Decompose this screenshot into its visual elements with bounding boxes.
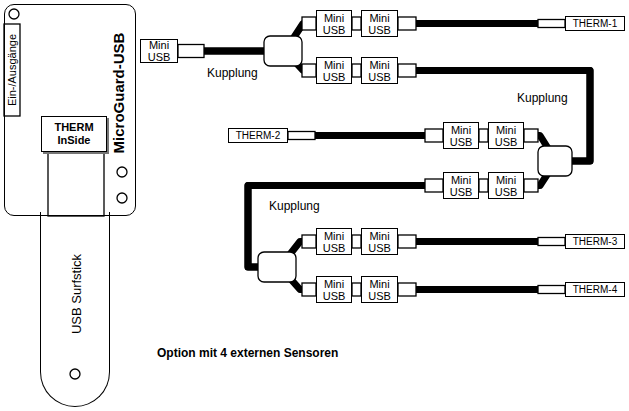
- plug: [425, 129, 443, 142]
- stick-label: USB Surfstick: [69, 254, 84, 334]
- mini-usb-connector: Mini USB: [316, 276, 352, 303]
- coupler: [538, 146, 572, 176]
- sensor-box: THERM-2: [228, 128, 288, 143]
- plug: [398, 17, 416, 30]
- coupling-label: Kupplung: [268, 199, 321, 213]
- mini-usb-connector: Mini USB: [443, 172, 479, 199]
- cable: [288, 132, 443, 139]
- plug: [479, 129, 488, 142]
- device-housing: MicroGuard-USB THERM InSide: [4, 4, 136, 216]
- mini-usb-connector: Mini USB: [140, 39, 178, 63]
- sensor-box: THERM-3: [565, 234, 625, 249]
- sensor-probe: [288, 132, 315, 140]
- plug: [398, 64, 416, 77]
- connector-label: Mini USB: [445, 124, 477, 148]
- connector-label: Mini USB: [318, 278, 350, 302]
- sensor-label: THERM-4: [573, 284, 617, 296]
- coupler: [258, 252, 296, 282]
- plug: [302, 17, 316, 30]
- plug: [398, 235, 416, 248]
- plug: [479, 179, 488, 192]
- device-name: MicroGuard-USB: [110, 33, 127, 154]
- sensor-label: THERM-1: [573, 18, 617, 30]
- sensor-module: THERM InSide: [41, 116, 107, 152]
- io-port: [4, 24, 20, 116]
- mini-usb-connector: Mini USB: [488, 122, 524, 149]
- plug: [352, 283, 361, 296]
- sensor-box: THERM-4: [565, 282, 625, 297]
- connector-label: Mini USB: [445, 174, 477, 198]
- connector-label: Mini USB: [318, 12, 350, 36]
- plug: [352, 235, 361, 248]
- plug: [178, 45, 204, 58]
- connector-label: Mini USB: [363, 230, 396, 254]
- mini-usb-connector: Mini USB: [316, 228, 352, 255]
- plug: [352, 64, 361, 77]
- cable: [398, 20, 565, 27]
- connector-label: Mini USB: [318, 59, 350, 83]
- sensor-box: THERM-1: [565, 16, 625, 31]
- plug: [302, 64, 316, 77]
- cable: [248, 186, 443, 290]
- mini-usb-connector: Mini USB: [361, 228, 398, 255]
- mini-usb-connector: Mini USB: [443, 122, 479, 149]
- connector-label: Mini USB: [318, 230, 350, 254]
- mini-usb-connector: Mini USB: [316, 57, 352, 84]
- sensor-label: THERM-2: [236, 130, 280, 142]
- mini-usb-connector: Mini USB: [316, 10, 352, 37]
- caption: Option mit 4 externen Sensoren: [157, 346, 338, 360]
- coupling-label: Kupplung: [206, 66, 259, 80]
- led: [117, 167, 127, 177]
- connector-label: Mini USB: [490, 124, 522, 148]
- usb-slot: [48, 150, 104, 216]
- plug: [398, 283, 416, 296]
- connector-label: Mini USB: [363, 278, 396, 302]
- cable: [398, 238, 565, 245]
- sensor-probe: [538, 20, 565, 28]
- sensor-probe: [538, 238, 565, 246]
- cable: [398, 71, 590, 186]
- plug: [302, 283, 316, 296]
- module-label: THERM InSide: [51, 121, 97, 147]
- mini-usb-connector: Mini USB: [361, 276, 398, 303]
- mini-usb-connector: Mini USB: [488, 172, 524, 199]
- plug: [302, 235, 316, 248]
- mini-usb-connector: Mini USB: [361, 10, 398, 37]
- port-label: Ein-/Ausgänge: [6, 33, 18, 107]
- coupling-label: Kupplung: [516, 91, 569, 105]
- led: [9, 9, 19, 19]
- plug: [524, 179, 538, 192]
- sensor-label: THERM-3: [573, 236, 617, 248]
- stick-led: [70, 369, 80, 379]
- led: [117, 193, 127, 203]
- sensor-probe: [538, 286, 565, 294]
- usb-stick: USB Surfstick: [40, 212, 110, 407]
- connector-label: Mini USB: [142, 39, 176, 63]
- plug: [352, 17, 361, 30]
- plug: [524, 129, 538, 142]
- coupler: [264, 36, 302, 66]
- connector-label: Mini USB: [363, 12, 396, 36]
- connector-label: Mini USB: [490, 174, 522, 198]
- plug: [425, 179, 443, 192]
- cable: [398, 286, 565, 293]
- mini-usb-connector: Mini USB: [361, 57, 398, 84]
- connector-label: Mini USB: [363, 59, 396, 83]
